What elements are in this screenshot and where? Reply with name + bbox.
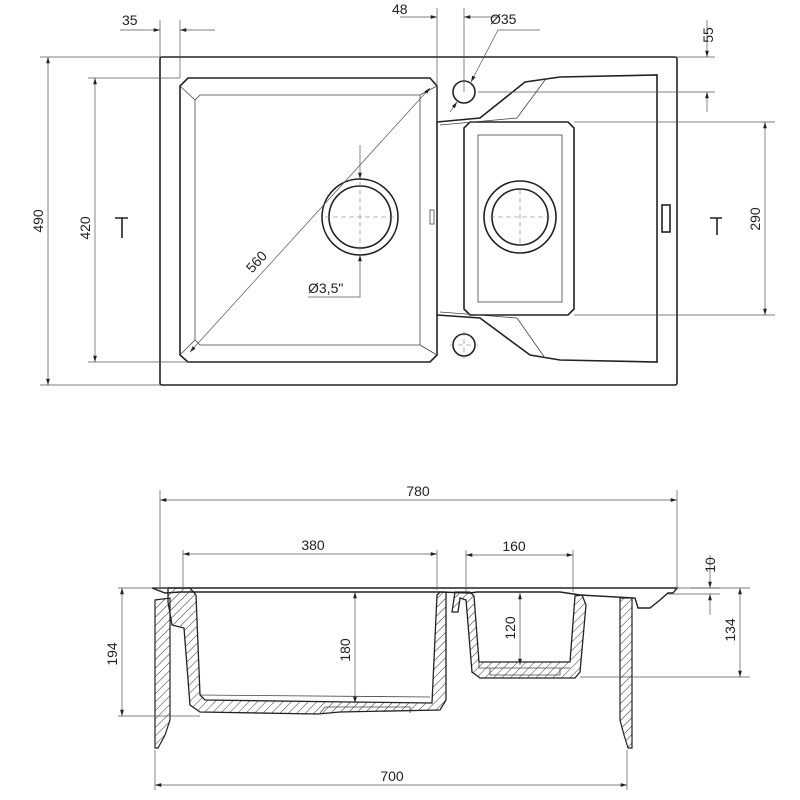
dim-small-bowl-depth-side: 120 xyxy=(502,616,518,640)
left-bowl-section xyxy=(167,587,447,715)
dim-small-bowl-depth: 290 xyxy=(747,207,763,231)
dim-small-bowl-width: 160 xyxy=(502,538,526,554)
dim-overall-depth: 490 xyxy=(30,209,46,233)
side-dimensions: 780 380 160 10 134 194 180 xyxy=(104,483,750,790)
dim-drain-size: Ø3,5" xyxy=(308,280,343,296)
drainboard xyxy=(436,74,671,363)
cabinet-wall-left xyxy=(154,597,171,749)
top-dimensions: 35 48 Ø35 55 290 490 xyxy=(30,1,775,386)
small-bowl xyxy=(463,121,575,316)
dim-tap-hole-offset: 55 xyxy=(700,27,716,43)
tap-hole-bottom xyxy=(452,333,476,357)
dim-left-offset: 35 xyxy=(122,12,138,28)
dim-tap-hole-diameter: Ø35 xyxy=(490,11,517,27)
overflow-slot xyxy=(661,204,671,233)
left-bowl xyxy=(179,77,438,363)
cabinet-wall-right xyxy=(619,597,633,749)
top-view: 35 48 Ø35 55 290 490 xyxy=(30,1,775,386)
dim-total-depth: 194 xyxy=(104,642,120,666)
small-drain xyxy=(483,180,557,254)
dim-rim-thickness: 10 xyxy=(702,557,718,573)
dim-left-bowl-depth-side: 180 xyxy=(337,638,353,662)
dim-left-bowl-width: 380 xyxy=(301,537,325,553)
dim-diagonal: 560 xyxy=(243,247,271,275)
dim-bowl-gap: 48 xyxy=(392,1,408,17)
side-view: 780 380 160 10 134 194 180 xyxy=(104,483,750,790)
dim-overall-width: 780 xyxy=(406,483,430,499)
sink-outline xyxy=(159,56,678,386)
small-bowl-section xyxy=(451,591,587,679)
dim-cabinet-width: 700 xyxy=(380,768,404,784)
dim-small-bowl-total-depth: 134 xyxy=(722,618,738,642)
dim-left-bowl-depth: 420 xyxy=(77,216,93,240)
